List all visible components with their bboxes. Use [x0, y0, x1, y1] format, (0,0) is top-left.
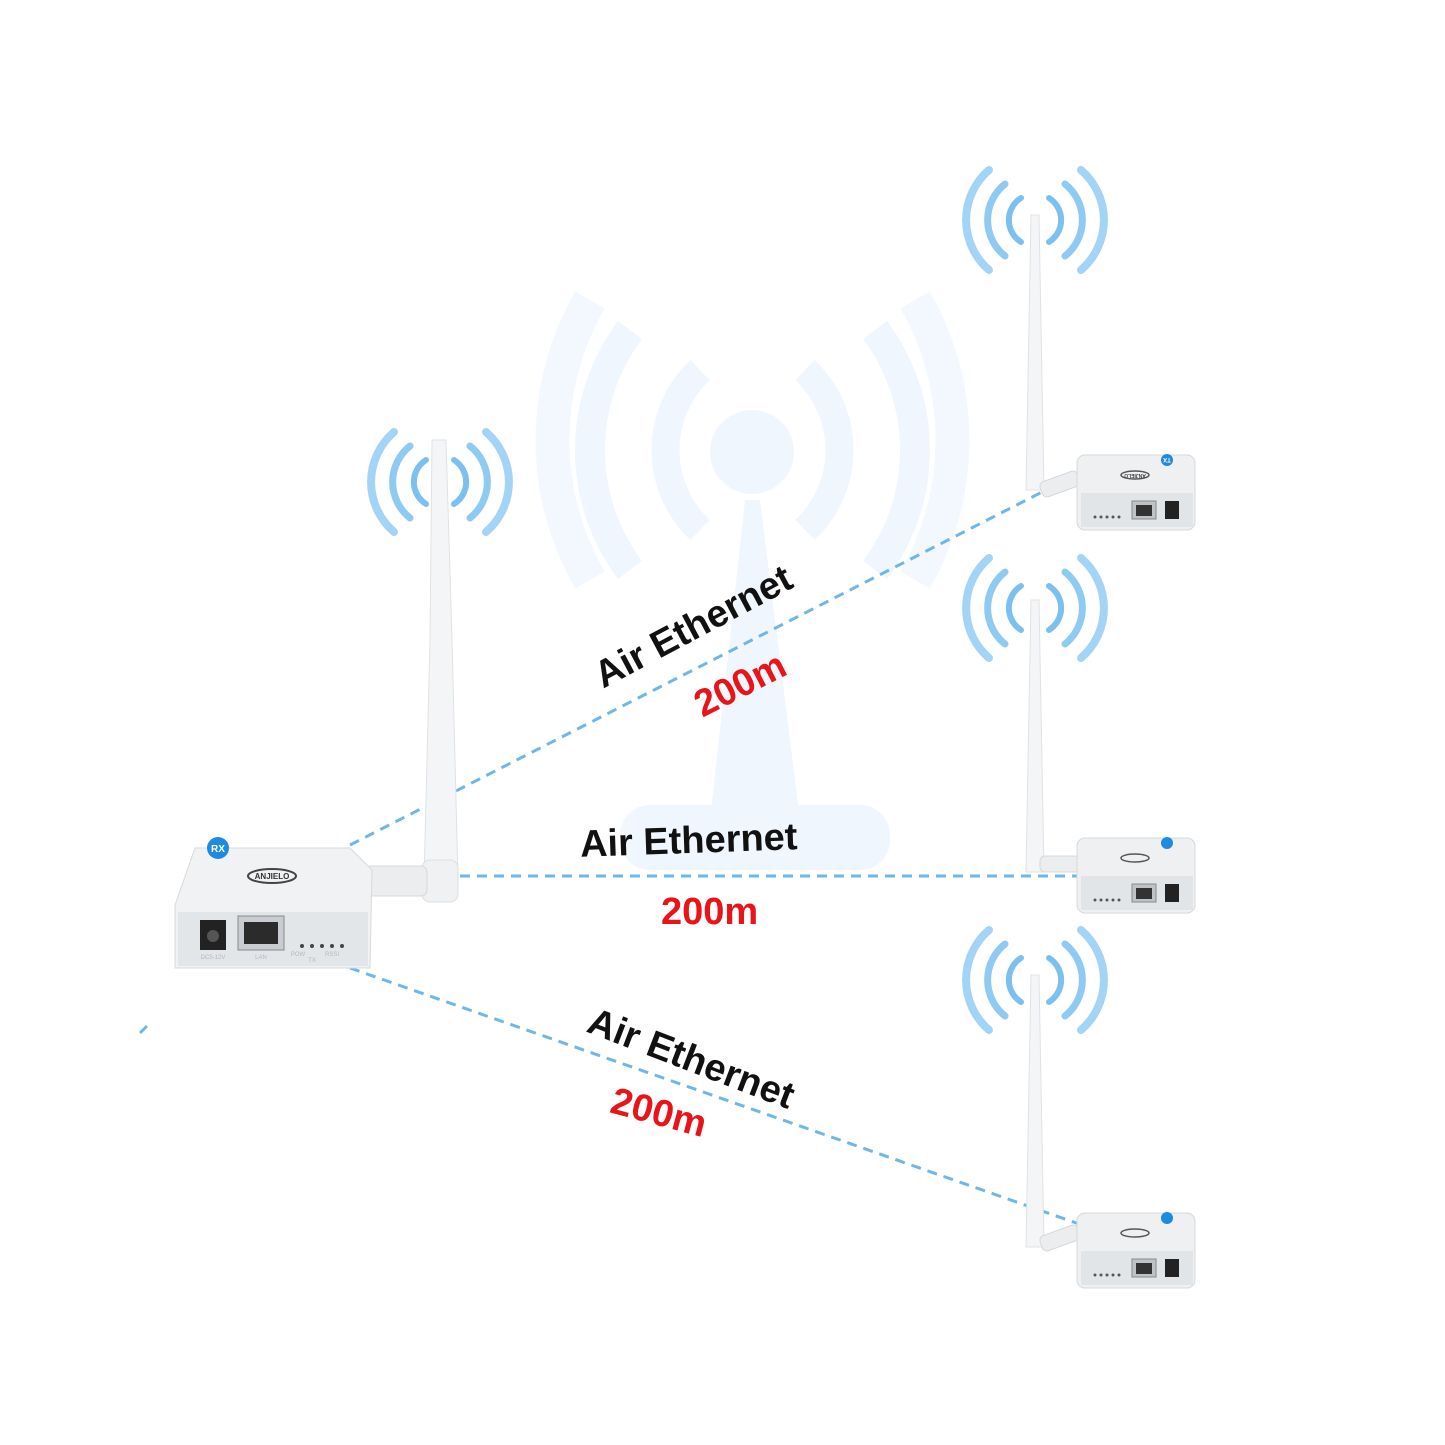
remote-tx-device-3 — [1025, 974, 1196, 1289]
remote-brand-logo: ANJIELO — [1124, 472, 1146, 478]
background-tower-icon — [535, 291, 970, 870]
remote-tx-device-2 — [1025, 599, 1196, 914]
port-label-dc: DC5-12V — [201, 955, 226, 961]
link-line-bottom — [349, 966, 1083, 1227]
link-lines — [138, 486, 1083, 1227]
remote-tx-device-1: ANJIELO TX — [1025, 214, 1196, 531]
led-label-pow: POW — [291, 952, 306, 958]
link-line-top — [349, 486, 1051, 847]
port-label-lan: LAN — [255, 955, 267, 961]
link-label-middle: Air Ethernet — [579, 816, 799, 866]
rx-badge: RX — [211, 844, 225, 855]
tx-badge: TX — [1163, 456, 1171, 462]
led-label-rssi: RSSI — [325, 952, 339, 958]
main-rx-device: RX ANJIELO DC5-12V LAN POW TX RSSI — [174, 439, 459, 969]
led-label-tx: TX — [308, 958, 316, 964]
link-distance-middle: 200m — [661, 891, 759, 933]
main-brand-logo: ANJIELO — [255, 872, 290, 881]
